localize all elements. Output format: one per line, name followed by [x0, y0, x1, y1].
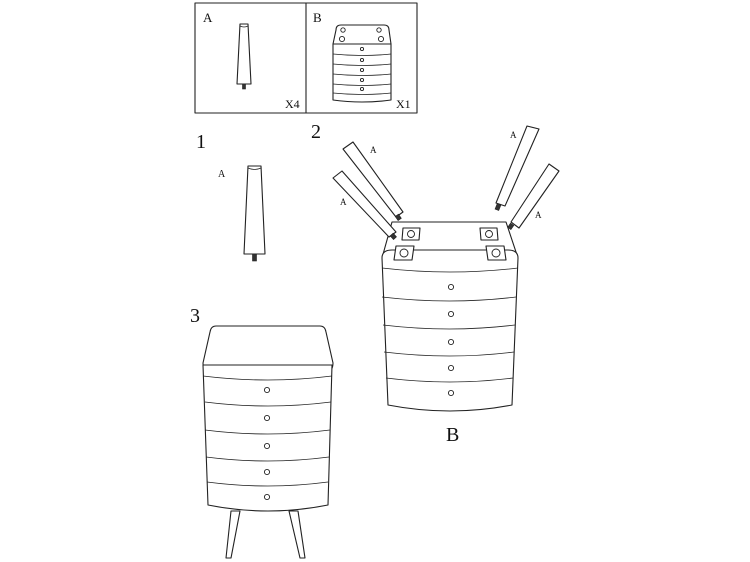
part-a-panel: A X4	[203, 10, 300, 111]
part-b-cabinet-drawing	[332, 24, 392, 103]
step-3-knob	[263, 468, 271, 476]
part-a-leg-drawing	[236, 23, 252, 90]
step-2-number: 2	[311, 121, 321, 143]
step-3-knob	[263, 386, 271, 394]
part-b-letter: B	[313, 10, 322, 25]
step-2-leg-label-bottom-right: A	[535, 210, 542, 220]
step-1-number: 1	[196, 131, 206, 153]
step-3-knob	[263, 493, 271, 501]
step-2-legs	[332, 125, 560, 240]
step-1-part-label: A	[218, 169, 226, 180]
step-2-cabinet-drawing	[381, 221, 519, 412]
step-2-knob	[447, 283, 455, 291]
part-a-letter: A	[203, 10, 213, 25]
step-3-knob	[263, 442, 271, 450]
parts-box: A X4 B	[194, 2, 418, 114]
step-1-leg-drawing	[243, 165, 266, 262]
step-3-leg-left	[225, 510, 241, 559]
step-2-knob	[447, 389, 455, 397]
step-2-knob	[447, 338, 455, 346]
step-3-number: 3	[190, 305, 200, 327]
step-2-leg-label-top-right: A	[510, 130, 517, 140]
step-2-knob	[447, 364, 455, 372]
step-2-body-label: B	[446, 424, 459, 446]
step-2-leg-label-top-left: A	[370, 145, 377, 155]
step-2-leg-plates	[393, 227, 507, 261]
step-2: 2 A A A A	[311, 121, 560, 446]
step-3: 3	[190, 305, 334, 559]
step-3-cabinet-drawing	[202, 325, 334, 559]
step-3-leg-right	[288, 510, 306, 559]
step-3-knob	[263, 414, 271, 422]
part-b-quantity: X1	[396, 97, 411, 111]
step-2-leg-label-bottom-left: A	[340, 197, 347, 207]
part-b-panel: B X1	[313, 10, 411, 111]
part-a-quantity: X4	[285, 97, 300, 111]
step-1: 1 A	[196, 131, 266, 262]
step-2-knob	[447, 310, 455, 318]
